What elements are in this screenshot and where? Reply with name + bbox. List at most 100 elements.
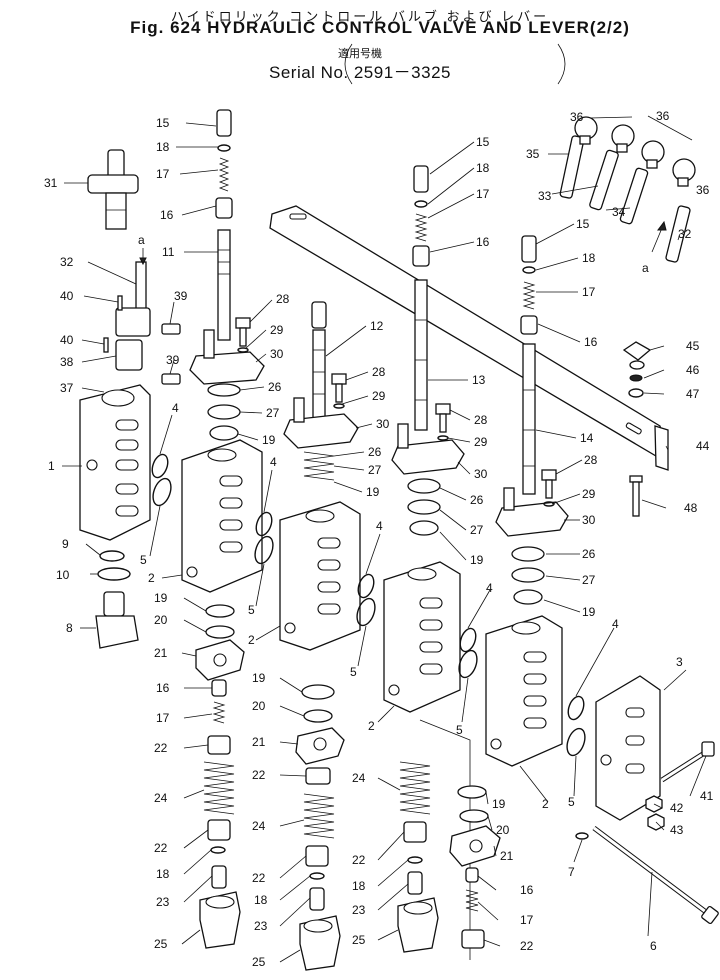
callout-5b: 5 — [248, 603, 255, 617]
callout-18d: 18 — [156, 867, 170, 881]
callout-18: 18 — [156, 140, 170, 154]
knob-36a — [574, 116, 598, 145]
callout-18f: 18 — [352, 879, 366, 893]
oring-4c — [357, 573, 375, 599]
ring-19a — [209, 425, 239, 441]
callout-15b: 15 — [476, 135, 490, 149]
callout-36a: 36 — [570, 110, 584, 124]
callout-4c: 4 — [376, 519, 383, 533]
callout-28: 28 — [276, 292, 290, 306]
callout-25b: 25 — [252, 955, 266, 969]
bolt-28a — [235, 317, 251, 353]
callout-16e: 16 — [520, 883, 534, 897]
callout-16c: 16 — [584, 335, 598, 349]
washer-46 — [629, 374, 643, 382]
callout-labels: 15 18 17 16 11 31 32 40 40 38 37 39 39 1… — [44, 109, 714, 969]
ring-19b — [205, 604, 235, 618]
callout-30d: 30 — [582, 513, 596, 527]
bolt-48 — [629, 475, 643, 517]
callout-6: 6 — [650, 939, 657, 953]
callout-14: 14 — [580, 431, 594, 445]
oring-18c — [407, 856, 423, 864]
callout-31: 31 — [44, 176, 58, 190]
callout-40: 40 — [60, 289, 74, 303]
callout-32: 32 — [60, 255, 74, 269]
spring-24c — [399, 761, 431, 815]
callout-18c: 18 — [582, 251, 596, 265]
callout-15c: 15 — [576, 217, 590, 231]
spacer-16a — [211, 679, 227, 697]
flange-21b — [295, 727, 345, 765]
callout-17: 17 — [156, 167, 170, 181]
callout-46: 46 — [686, 363, 700, 377]
pins-39-40 — [103, 295, 181, 385]
retainer-22d — [305, 845, 329, 867]
callout-19g: 19 — [492, 797, 506, 811]
callout-12: 12 — [370, 319, 384, 333]
callout-5c: 5 — [350, 665, 357, 679]
callout-34: 34 — [612, 205, 626, 219]
lever-33 — [589, 149, 619, 211]
callout-20a: 20 — [154, 613, 168, 627]
seal-26d — [511, 546, 545, 562]
bracket-left — [344, 43, 353, 85]
plate-27a — [207, 404, 241, 420]
callout-17d: 17 — [156, 711, 170, 725]
cap-25c — [397, 897, 439, 953]
callout-25a: 25 — [154, 937, 168, 951]
valve-section-2d — [485, 615, 563, 767]
callout-35: 35 — [526, 147, 540, 161]
spring-17b — [465, 889, 479, 912]
callout-11: 11 — [162, 245, 175, 259]
spool-stack-14 — [520, 235, 538, 495]
callout-36b: 36 — [656, 109, 670, 123]
oring-5c — [356, 597, 376, 627]
oring-10 — [97, 567, 131, 581]
knob-36c — [641, 140, 665, 169]
spool-stack-13 — [412, 165, 430, 431]
callout-30b: 30 — [376, 417, 390, 431]
lever-32 — [665, 205, 691, 263]
callout-23b: 23 — [254, 919, 268, 933]
leader-bracket — [419, 719, 471, 960]
retainer-22a — [207, 735, 231, 755]
callout-47: 47 — [686, 387, 700, 401]
callout-25c: 25 — [352, 933, 366, 947]
oring-5d — [458, 649, 478, 679]
applicable-label: 適用号機 — [338, 48, 382, 60]
callout-48: 48 — [684, 501, 698, 515]
seal-26c — [407, 478, 441, 494]
callout-2d: 2 — [542, 797, 549, 811]
valve-section-2c — [383, 561, 461, 713]
knob-36d — [672, 158, 696, 187]
callout-9: 9 — [62, 537, 69, 551]
seal-26a — [207, 383, 241, 397]
callout-5d: 5 — [456, 723, 463, 737]
oring-18a — [210, 846, 226, 854]
callout-5a: 5 — [140, 553, 147, 567]
spool-stack-11 — [215, 109, 233, 341]
callout-19b: 19 — [366, 485, 380, 499]
callout-27d: 27 — [582, 573, 596, 587]
callout-37: 37 — [60, 381, 74, 395]
callout-26d: 26 — [582, 547, 596, 561]
knob-36b — [611, 124, 635, 153]
callout-15: 15 — [156, 116, 170, 130]
callout-22d: 22 — [252, 871, 266, 885]
bolt-28d — [541, 469, 557, 507]
oring-9 — [99, 550, 125, 562]
retainer-22f — [461, 929, 485, 949]
callout-2c: 2 — [368, 719, 375, 733]
callout-40b: 40 — [60, 333, 74, 347]
spool-stack-12 — [311, 301, 327, 431]
valve-section-2a — [181, 439, 263, 593]
oring-18b — [309, 872, 325, 880]
callout-26c: 26 — [470, 493, 484, 507]
callout-10: 10 — [56, 568, 70, 582]
ring-19f — [513, 589, 543, 605]
callout-27: 27 — [266, 406, 280, 420]
callout-16b: 16 — [476, 235, 490, 249]
callout-5e: 5 — [568, 795, 575, 809]
